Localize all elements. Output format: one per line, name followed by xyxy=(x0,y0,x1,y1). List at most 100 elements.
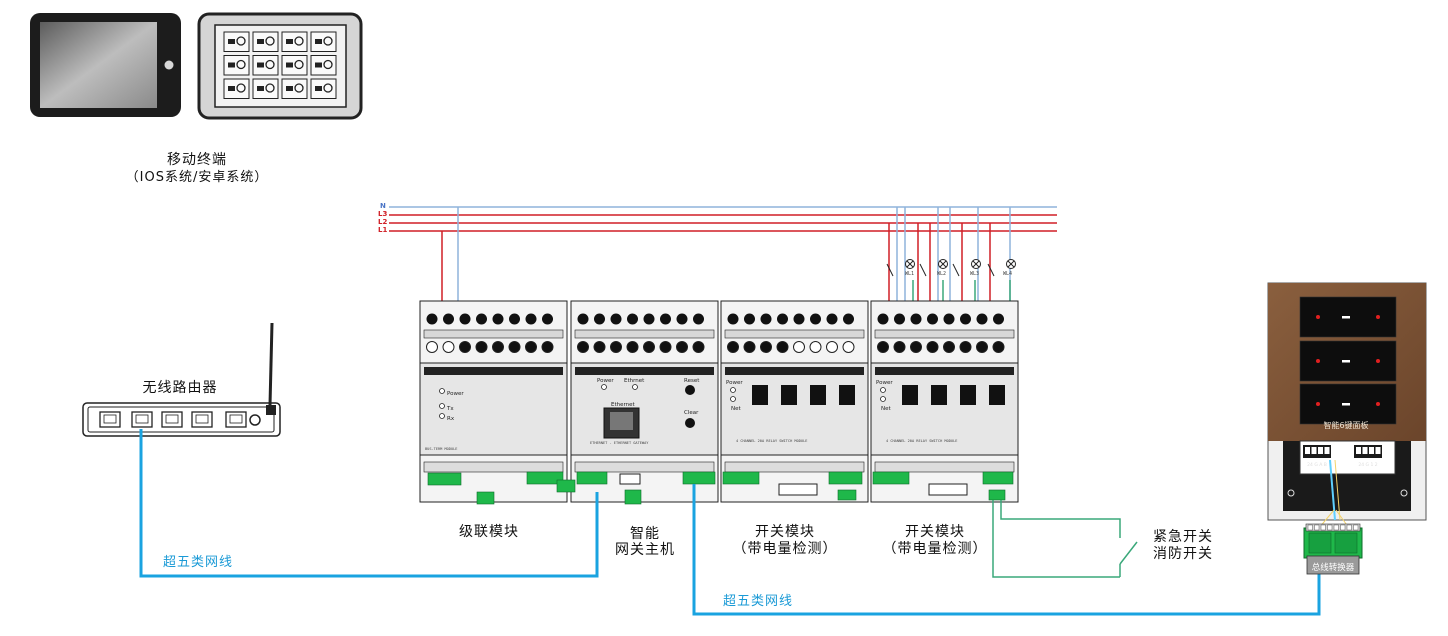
switch2-power-led xyxy=(880,387,886,393)
touch-panel-scene-icon-glyph-a xyxy=(286,39,293,44)
terminal-screw-cover xyxy=(976,313,988,325)
router-lan-port xyxy=(131,411,153,428)
touch-panel-scene-icon xyxy=(281,55,308,76)
terminal-screw xyxy=(541,341,554,353)
green-terminal-block xyxy=(526,471,564,485)
touch-panel-scene-icon-glyph-a xyxy=(257,62,264,68)
gateway-model-text: ETHERNET - ETHERNET GATEWAY xyxy=(590,441,649,445)
network-cable-b-label: 超五类网线 xyxy=(723,594,793,609)
touch-panel-scene-icon-glyph-b xyxy=(236,83,246,93)
touch-panel-scene-icon-glyph-b xyxy=(265,83,275,93)
bus-label-l3: L3 xyxy=(378,210,387,218)
terminal-screw xyxy=(793,341,805,353)
terminal-screw xyxy=(610,341,622,353)
terminal-screw-cover xyxy=(810,313,821,325)
terminal-screw xyxy=(877,341,889,353)
touch-panel-scene-icon-glyph-a xyxy=(315,62,322,68)
switch2-module-top-rail xyxy=(874,329,1015,339)
cascade-led-rx-label: Rx xyxy=(447,416,455,422)
gateway-ethernet-led xyxy=(632,384,638,390)
terminal-screw xyxy=(943,341,955,353)
terminal-screw-cover xyxy=(492,313,504,325)
bus-label-l1: L1 xyxy=(378,226,387,234)
terminal-screw-cover xyxy=(693,313,704,325)
converter-pin xyxy=(1320,524,1326,531)
router-lan-port xyxy=(191,411,213,428)
panel-terminal-pin xyxy=(1356,447,1361,454)
smart-6-key-panel xyxy=(1267,282,1427,521)
terminal-screw xyxy=(525,341,537,353)
panel-key-divider-mark xyxy=(1342,316,1350,319)
converter-pin xyxy=(1314,524,1320,531)
gateway-module-bottom-rail xyxy=(574,461,715,473)
gateway-bus-connector xyxy=(624,489,642,505)
switch2-module-label-line2: （带电量检测） xyxy=(883,541,988,557)
switch1-module-label-strip xyxy=(725,367,864,375)
terminal-screw-cover xyxy=(610,313,622,325)
terminal-screw-cover xyxy=(744,313,755,325)
touch-panel-scene-icon-glyph-b xyxy=(323,36,333,46)
touch-panel-scene-icon-glyph-b xyxy=(236,59,246,70)
terminal-screw-cover xyxy=(542,313,553,325)
terminal-screw xyxy=(910,341,922,353)
panel-key-indicator-left xyxy=(1316,402,1320,406)
terminal-screw xyxy=(492,341,504,353)
breaker-switch-mark xyxy=(952,263,960,277)
terminal-screw-cover xyxy=(660,313,671,325)
terminal-screw-cover xyxy=(525,313,537,325)
terminal-screw-cover xyxy=(793,313,805,325)
terminal-screw-cover xyxy=(577,313,589,325)
terminal-screw xyxy=(659,341,672,353)
cascade-led xyxy=(439,403,445,409)
switch2-relay-button xyxy=(989,385,1005,405)
breaker-switch-mark xyxy=(987,263,995,277)
panel-key-indicator-right xyxy=(1376,402,1380,406)
touch-panel-scene-icon xyxy=(281,31,308,52)
green-terminal-block xyxy=(556,479,576,493)
terminal-screw-cover xyxy=(476,313,487,325)
green-terminal-block xyxy=(576,471,608,485)
load-lamp-cross-b xyxy=(906,260,914,268)
touch-panel-scene-icon xyxy=(223,55,250,76)
router-lan-port-socket xyxy=(165,414,179,424)
cascade-led xyxy=(439,413,445,419)
switch1-bus-port xyxy=(778,483,818,496)
terminal-screw-cover xyxy=(459,313,471,325)
router-label: 无线路由器 xyxy=(143,380,218,396)
cascade-led xyxy=(439,388,445,394)
bus-label-l2: L2 xyxy=(378,218,387,226)
terminal-screw-cover xyxy=(826,313,838,325)
terminal-screw-cover xyxy=(843,313,854,325)
converter-pin xyxy=(1307,524,1313,531)
panel-terminal-pin xyxy=(1318,447,1323,454)
gateway-power-label: Power xyxy=(597,378,614,384)
switch1-led-net-label: Net xyxy=(731,406,741,412)
terminal-screw xyxy=(459,341,471,353)
terminal-screw-cover xyxy=(960,313,971,325)
touch-panel-scene-icon-glyph-b xyxy=(236,36,246,46)
green-terminal-block xyxy=(872,471,910,485)
network-cable-a-label: 超五类网线 xyxy=(163,555,233,570)
mobile-terminal-os-label: （IOS系统/安卓系统） xyxy=(126,170,269,185)
switch2-module-label-strip xyxy=(875,367,1014,375)
load-labels: WL1 WL2 WL3 WL4 xyxy=(905,271,1012,277)
wireless-router xyxy=(82,322,281,437)
touch-panel-scene-icon-glyph-a xyxy=(257,39,264,44)
touch-panel-scene-icon-glyph-b xyxy=(265,36,275,46)
panel-key xyxy=(1299,296,1397,338)
terminal-screw-cover xyxy=(594,313,605,325)
touch-panel-scene-icon-glyph-a xyxy=(257,86,264,91)
touch-panel-scene-icon-glyph-b xyxy=(294,36,304,46)
terminal-screw-cover xyxy=(760,313,772,325)
terminal-screw-cover xyxy=(877,313,889,325)
converter-pin xyxy=(1327,524,1333,531)
cascade-module-top-rail xyxy=(423,329,564,339)
panel-key-indicator-right xyxy=(1376,359,1380,363)
gateway-module-label-line2: 网关主机 xyxy=(615,542,675,558)
cascade-module-face xyxy=(419,362,568,456)
switch1-model-text: 4 CHANNEL 20A RELAY SWITCH MODULE xyxy=(736,439,807,443)
router-lan-port-socket xyxy=(103,414,117,424)
panel-terminal-labels-left: 24 G A B xyxy=(1307,462,1327,468)
touch-panel-scene-icon xyxy=(252,78,279,99)
terminal-screw xyxy=(426,341,438,353)
